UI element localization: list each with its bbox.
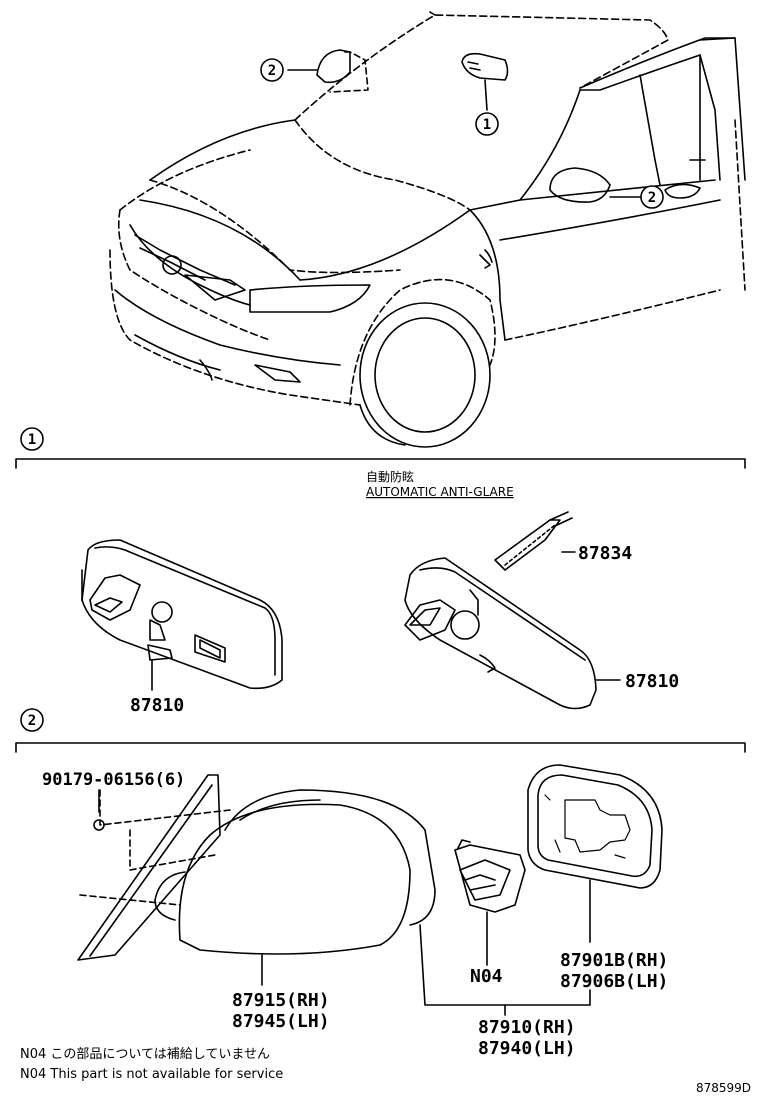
section-1-label: 1	[28, 432, 36, 448]
part-87910-rh: 87910(RH)	[478, 1017, 576, 1038]
mirror-glass	[527, 764, 663, 943]
section-2-bracket	[15, 742, 746, 753]
rearview-mirror-right	[404, 511, 621, 710]
footnote-jp: N04 この部品については補給していません	[20, 1047, 270, 1062]
callout-1-top	[475, 112, 499, 136]
anti-glare-heading-en: AUTOMATIC ANTI-GLARE	[366, 485, 514, 499]
callout-1-top-label: 1	[483, 117, 491, 133]
door-panel	[77, 774, 231, 961]
part-87810-left: 87810	[130, 695, 184, 716]
part-87915-rh: 87915(RH)	[232, 990, 330, 1011]
section-1-bracket	[15, 458, 746, 469]
car-illustration	[109, 11, 746, 448]
part-87834: 87834	[578, 543, 632, 564]
mirror-actuator	[454, 839, 526, 966]
assy-bracket	[419, 924, 591, 1006]
section-2-label: 2	[28, 713, 36, 729]
callout-2-side	[640, 185, 664, 209]
footnote-en: N04 This part is not available for servi…	[20, 1067, 283, 1082]
part-n04: N04	[470, 966, 503, 987]
callout-2-side-label: 2	[648, 190, 656, 206]
section-2-marker	[20, 708, 44, 732]
section-1-marker	[20, 427, 44, 451]
part-87901b-rh: 87901B(RH)	[560, 950, 668, 971]
mirror-cover	[154, 789, 436, 986]
part-87810-right: 87810	[625, 671, 679, 692]
anti-glare-heading-jp: 自動防眩	[366, 469, 414, 484]
part-90179-06156: 90179-06156(6)	[42, 770, 185, 790]
diagram-id: 878599D	[696, 1081, 751, 1095]
callout-2-top-label: 2	[268, 63, 276, 79]
part-87940-lh: 87940(LH)	[478, 1038, 576, 1059]
part-87945-lh: 87945(LH)	[232, 1011, 330, 1032]
rearview-mirror-left	[81, 539, 283, 691]
callout-2-top	[260, 58, 284, 82]
part-87906b-lh: 87906B(LH)	[560, 971, 668, 992]
